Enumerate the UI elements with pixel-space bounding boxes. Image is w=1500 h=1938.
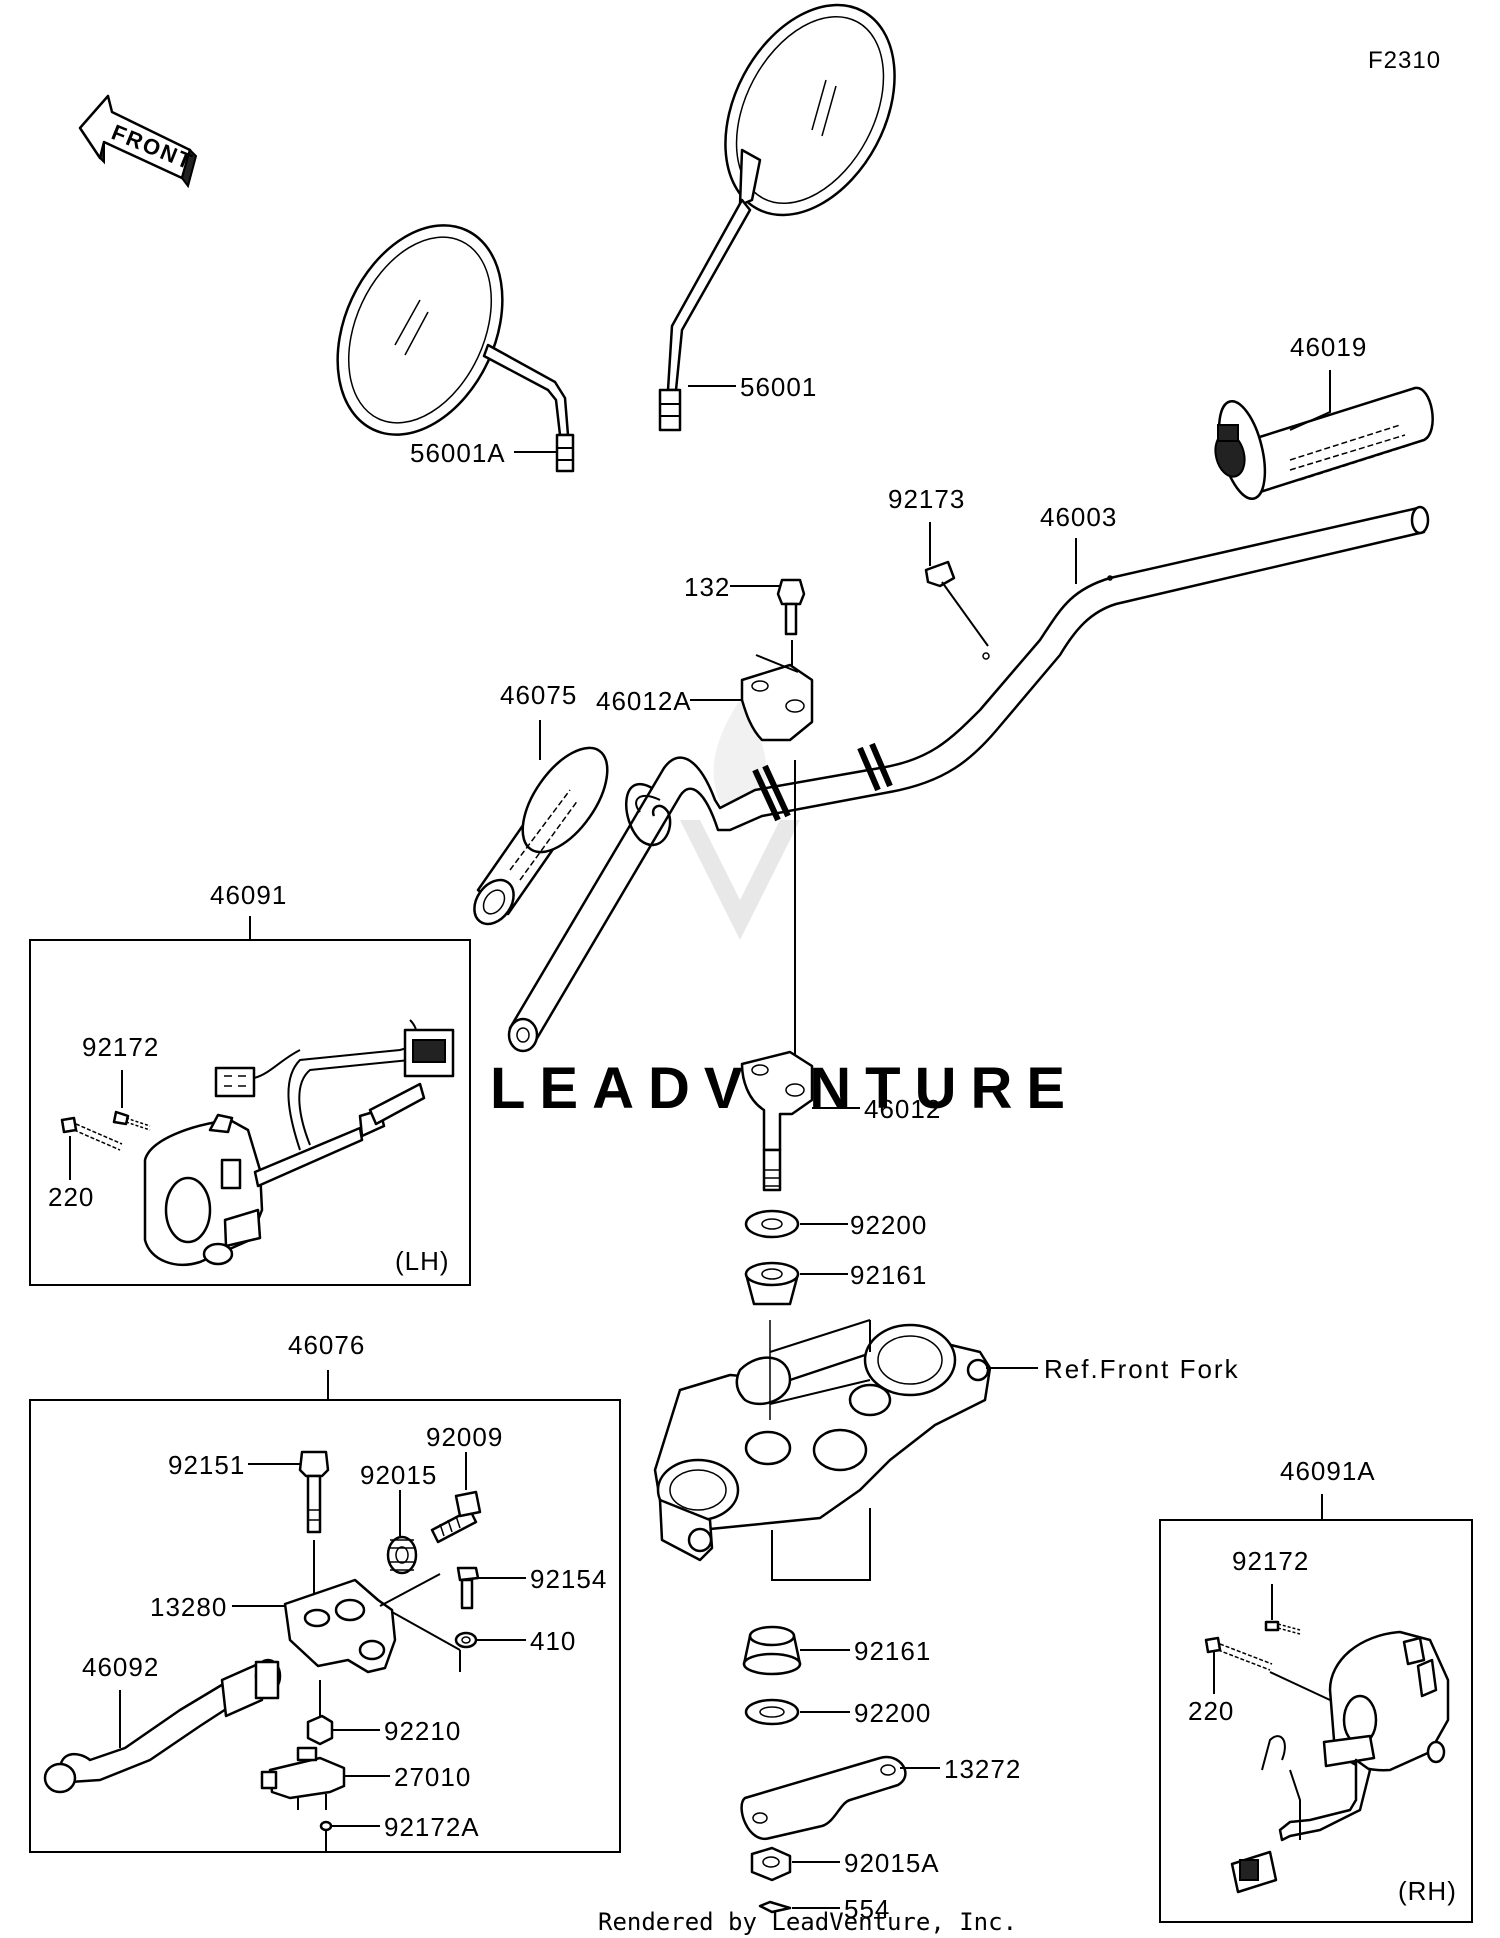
- label-410: 410: [530, 1626, 576, 1656]
- washer-410: [454, 1631, 478, 1649]
- label-92151: 92151: [168, 1450, 245, 1480]
- screw-92172A: [319, 1820, 333, 1852]
- screw-92009: [430, 1490, 482, 1544]
- screw-92154: [456, 1566, 480, 1610]
- footer-credit: Rendered by LeadVenture, Inc.: [598, 1908, 1017, 1936]
- cotter-pin-554: [758, 1900, 792, 1914]
- mirror-left: [336, 224, 575, 473]
- lh-box-tag: (LH): [395, 1246, 450, 1276]
- label-92154: 92154: [530, 1564, 607, 1594]
- rh-switch-box: [1159, 1519, 1473, 1923]
- screw-92172-lh: [112, 1070, 151, 1131]
- screw-220-lh: [60, 1116, 123, 1180]
- label-92172A: 92172A: [384, 1812, 480, 1842]
- lh-switch-housing: [143, 1019, 455, 1267]
- label-92200-top: 92200: [850, 1210, 927, 1240]
- label-56001: 56001: [740, 372, 817, 402]
- adjuster-92015: [386, 1535, 418, 1575]
- figure-code: F2310: [1368, 47, 1441, 74]
- label-46012: 46012: [864, 1094, 941, 1124]
- label-46076: 46076: [288, 1330, 365, 1360]
- label-92161-top: 92161: [850, 1260, 927, 1290]
- throttle-grip: [1214, 386, 1434, 501]
- label-46091: 46091: [210, 880, 287, 910]
- plate-13272: [740, 1755, 907, 1840]
- label-92172-rh: 92172: [1232, 1546, 1309, 1576]
- label-46092: 46092: [82, 1652, 159, 1682]
- nut-92015A: [750, 1846, 792, 1882]
- label-92015: 92015: [360, 1460, 437, 1490]
- label-46003: 46003: [1040, 502, 1117, 532]
- front-arrow-icon: FRONT: [78, 94, 198, 189]
- rh-box-tag: (RH): [1398, 1876, 1457, 1906]
- left-grip: [473, 746, 609, 926]
- label-92015A: 92015A: [844, 1848, 940, 1878]
- front-arrow-label: FRONT: [108, 119, 197, 174]
- label-46019: 46019: [1290, 332, 1367, 362]
- holder-upper-46012A: [740, 654, 814, 1064]
- label-554: 554: [844, 1894, 890, 1924]
- label-92172-lh: 92172: [82, 1032, 159, 1062]
- label-92161-bottom: 92161: [854, 1636, 931, 1666]
- mirror-right: [658, 3, 896, 432]
- washer-92200-top: [744, 1209, 800, 1239]
- leader-lines: [119, 370, 1331, 1909]
- damper-92161-bottom: [742, 1625, 802, 1676]
- label-13272: 13272: [944, 1754, 1021, 1784]
- nut-92210: [306, 1680, 334, 1746]
- screw-220-rh: [1204, 1636, 1331, 1701]
- label-46075: 46075: [500, 680, 577, 710]
- label-92009: 92009: [426, 1422, 503, 1452]
- lever-46092: [43, 1658, 282, 1794]
- label-13280: 13280: [150, 1592, 227, 1622]
- label-92173: 92173: [888, 484, 965, 514]
- bolt-92151: [298, 1450, 330, 1610]
- screw-92172-rh: [1264, 1584, 1301, 1635]
- lever-holder-13280: [283, 1573, 461, 1674]
- label-220-lh: 220: [48, 1182, 94, 1212]
- label-46012A: 46012A: [596, 686, 692, 716]
- label-92200-bottom: 92200: [854, 1698, 931, 1728]
- label-46091A: 46091A: [1280, 1456, 1376, 1486]
- upper-triple-clamp: [653, 1319, 1038, 1562]
- label-92210: 92210: [384, 1716, 461, 1746]
- damper-92161-top: [744, 1261, 800, 1306]
- switch-27010: [260, 1746, 346, 1810]
- label-ref-front-fork: Ref.Front Fork: [1044, 1354, 1240, 1384]
- clamp-clip-92173: [924, 560, 989, 647]
- label-132: 132: [684, 572, 730, 602]
- handlebar: [507, 505, 1430, 1053]
- holder-lower-46012: [740, 1050, 814, 1192]
- label-27010: 27010: [394, 1762, 471, 1792]
- label-220-rh: 220: [1188, 1696, 1234, 1726]
- rh-switch-housing: [1230, 1630, 1450, 1894]
- bracket-lines-lower: [771, 1508, 871, 1581]
- bolt-132: [776, 578, 806, 700]
- label-56001A: 56001A: [410, 438, 506, 468]
- washer-92200-bottom: [744, 1698, 800, 1726]
